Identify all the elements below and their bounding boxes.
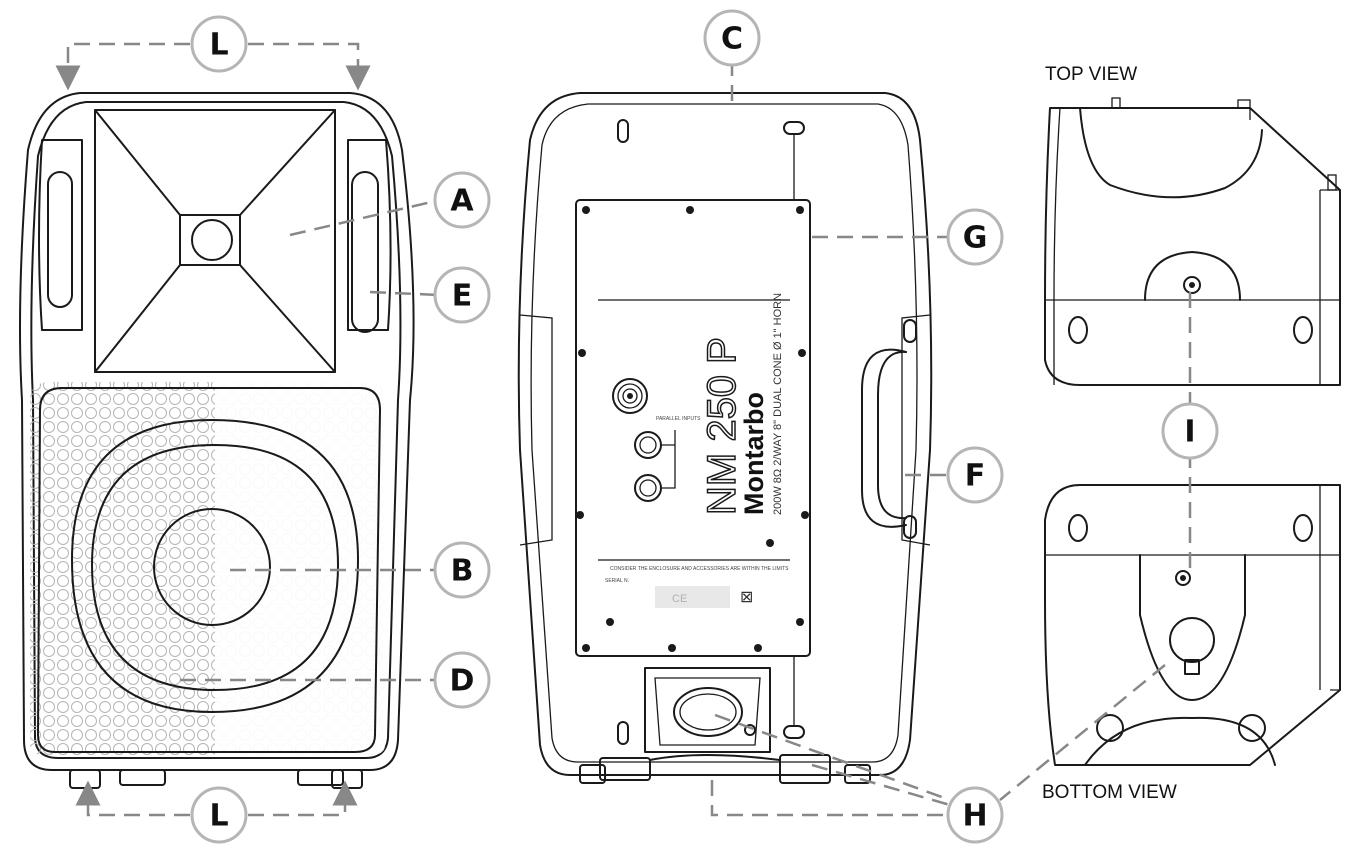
rear-right-rib — [901, 314, 931, 546]
svg-text:L: L — [209, 799, 228, 834]
callout-B: B — [433, 541, 491, 599]
parallel-inputs-label: PARALLEL INPUTS — [656, 416, 701, 422]
bottom-view-label: BOTTOM VIEW — [1042, 782, 1177, 803]
rear-cabinet-inner — [530, 103, 918, 763]
bottom-view — [1044, 484, 1341, 766]
rear-bottom-slot-left — [617, 721, 629, 745]
svg-text:E: E — [452, 279, 473, 314]
amplifier-panel-screws — [576, 206, 809, 652]
callout-I: I — [1161, 402, 1219, 460]
parallel-input-jacks — [634, 430, 676, 502]
svg-text:D: D — [450, 664, 475, 699]
rear-view: PARALLEL INPUTS NM 250 P Montarbo 200W 8… — [517, 92, 933, 784]
top-view — [1044, 97, 1341, 386]
svg-text:A: A — [450, 184, 474, 219]
horn-frame — [94, 109, 336, 373]
ce-label-plate — [655, 586, 730, 608]
rear-top-slot-right — [783, 121, 805, 135]
front-right-handle — [347, 139, 392, 331]
horn-driver — [191, 219, 233, 261]
leader-lines — [55, 42, 1192, 817]
svg-text:H: H — [962, 799, 987, 834]
woofer-dust-cap — [153, 508, 271, 626]
woofer-baffle — [37, 387, 381, 753]
svg-text:F: F — [965, 459, 986, 494]
panel-model-text: NM 250 P — [700, 337, 744, 515]
callout-L-top: L — [190, 15, 248, 73]
panel-brand-text: Montarbo — [739, 392, 769, 515]
rear-left-rib — [519, 314, 553, 546]
rear-bottom-slot-right — [783, 725, 805, 739]
callout-G: G — [946, 208, 1004, 266]
front-feet — [69, 769, 363, 789]
front-right-handle-slot — [351, 171, 379, 333]
front-cabinet-outline — [19, 92, 415, 771]
svg-text:B: B — [451, 554, 474, 589]
rear-top-slot-left — [617, 119, 629, 143]
panel-spec-text: 200W 8Ω 2/WAY 8" DUAL CONE Ø 1" HORN — [772, 293, 784, 515]
speakon-connector — [612, 378, 648, 414]
horn-flare — [94, 109, 336, 373]
ce-mark: CE — [672, 593, 687, 605]
weee-symbol: ⊠ — [740, 587, 753, 606]
svg-text:L: L — [209, 28, 228, 63]
amplifier-panel — [575, 199, 811, 657]
svg-text:G: G — [963, 221, 988, 256]
callout-F: F — [946, 446, 1004, 504]
rear-carry-handle — [861, 348, 907, 528]
pole-mount-socket — [644, 667, 771, 753]
rear-feet — [579, 754, 871, 784]
top-view-label: TOP VIEW — [1045, 64, 1137, 85]
woofer-surround — [91, 444, 339, 691]
svg-text:I: I — [1184, 415, 1195, 450]
woofer-outer-ring — [71, 419, 359, 713]
callout-A: A — [433, 171, 491, 229]
panel-serial-label: SERIAL N. — [605, 578, 629, 584]
callout-D: D — [433, 651, 491, 709]
bottom-view-outline — [1044, 484, 1341, 766]
front-left-handle — [38, 139, 83, 331]
svg-text:C: C — [721, 22, 743, 57]
front-cabinet-inner — [30, 101, 402, 759]
panel-disclaimer-text: CONSIDER THE ENCLOSURE AND ACCESSORIES A… — [610, 566, 789, 572]
front-view — [19, 92, 415, 789]
callout-E: E — [433, 266, 491, 324]
callout-L-bottom: L — [190, 786, 248, 844]
callout-C: C — [703, 9, 761, 67]
callout-H: H — [946, 786, 1004, 844]
top-view-outline — [1044, 107, 1341, 386]
front-left-handle-slot — [47, 171, 73, 308]
